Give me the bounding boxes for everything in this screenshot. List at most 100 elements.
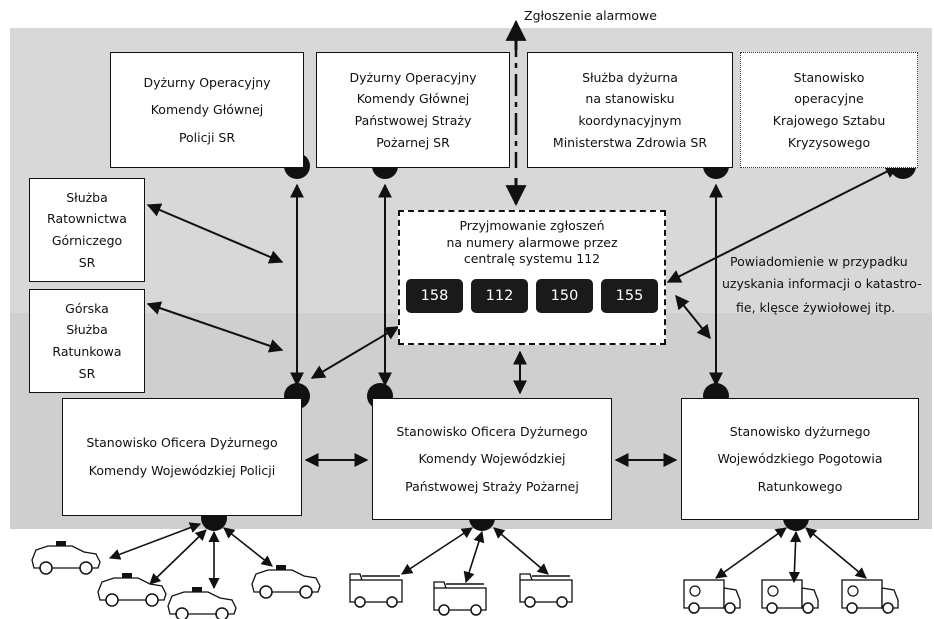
box-line: Pożarnej SR	[376, 134, 450, 150]
number-tile: 158	[406, 278, 463, 313]
box-line: Krajowego Sztabu	[772, 113, 886, 128]
box-regional-fire-service: Stanowisko Oficera Dyżurnego Komendy Woj…	[372, 398, 612, 520]
ambulance-wheel	[688, 602, 700, 614]
car-wheel	[79, 561, 93, 575]
vehicle-arrow	[788, 530, 802, 584]
vehicle-arrow	[401, 527, 473, 575]
box-line: SR	[78, 365, 96, 381]
emergency-numbers: 158 112 150 155	[406, 278, 658, 313]
box-line: Służba	[66, 189, 108, 205]
car-wheel	[105, 593, 119, 607]
box-health-ministry: Służba dyżurna na stanowisku koordynacyj…	[527, 52, 733, 168]
ambulance-body	[841, 579, 883, 609]
box-line: Wojewódzkiego Pogotowia	[717, 451, 883, 467]
box-line: Ratunkowa	[52, 344, 122, 359]
vehicle-arrow	[463, 530, 485, 584]
box-line: Stanowisko dyżurnego	[729, 423, 871, 439]
notification-line: fie, klęsce żywiołowej itp.	[736, 300, 896, 315]
ambulance-body	[761, 579, 803, 609]
box-regional-ambulance: Stanowisko dyżurnego Wojewódzkiego Pogot…	[681, 398, 919, 520]
box-line: Ratunkowego	[757, 478, 843, 494]
police-car-icon	[167, 587, 237, 619]
number-tile: 155	[601, 278, 658, 313]
box-line: Służba	[66, 322, 108, 338]
truck-body	[433, 587, 487, 611]
fire-truck-icon	[433, 581, 487, 616]
ambulance-icon	[683, 579, 741, 614]
box-regional-police: Stanowisko Oficera Dyżurnego Komendy Woj…	[62, 398, 302, 516]
truck-wheel	[556, 596, 568, 608]
car-wheel	[39, 561, 53, 575]
police-car-icon	[97, 573, 167, 607]
box-line: Służba dyżurna	[582, 69, 678, 85]
box-line: Komendy Wojewódzkiej	[418, 451, 566, 467]
ambulance-body	[683, 579, 725, 609]
box-line: Stanowisko Oficera Dyżurnego	[86, 435, 278, 451]
ambulance-emblem	[767, 585, 779, 597]
box-line: Dyżurny Operacyjny	[349, 69, 477, 85]
box-line: SR	[78, 254, 96, 270]
truck-body	[349, 579, 403, 603]
car-wheel	[145, 593, 159, 607]
fire-truck-icon	[519, 573, 573, 608]
box-line: Stanowisko	[793, 69, 865, 85]
box-mine-rescue: Służba Ratownictwa Górniczego SR	[29, 178, 145, 282]
number-tile: 112	[471, 278, 528, 313]
box-line: Policji SR	[178, 129, 236, 145]
box-line: Górniczego	[51, 233, 123, 248]
box-line: Ratownictwa	[47, 211, 127, 227]
vehicle-arrow	[493, 527, 549, 575]
notification-line: uzyskania informacji o katastro-	[722, 276, 922, 291]
box-line: Kryzysowego	[787, 134, 871, 150]
connector-mountain-rescue	[146, 301, 284, 353]
box-line: Przyjmowanie zgłoszeń	[459, 218, 605, 233]
box-line: Komendy Głównej	[150, 102, 264, 118]
box-line: Komendy Wojewódzkiej Policji	[88, 463, 276, 478]
truck-wheel	[470, 604, 482, 616]
vehicle-arrow	[108, 522, 202, 560]
box-line: Państwowej Straży	[354, 113, 472, 128]
number-tile: 150	[536, 278, 593, 313]
car-light	[276, 565, 286, 570]
ambulance-wheel	[846, 602, 858, 614]
box-mountain-rescue: Górska Służba Ratunkowa SR	[29, 289, 145, 393]
car-light	[122, 573, 132, 578]
box-line: Komendy Głównej	[356, 91, 470, 107]
box-line: Dyżurny Operacyjny	[143, 74, 271, 90]
police-car-icon	[251, 565, 321, 599]
box-112-call-center: Przyjmowanie zgłoszeń na numery alarmowe…	[398, 210, 666, 345]
police-car-icon	[31, 541, 101, 575]
truck-wheel	[354, 596, 366, 608]
truck-cab	[349, 573, 363, 581]
ambulance-icon	[761, 579, 819, 614]
notification-line: Powiadomienie w przypadku	[730, 254, 908, 269]
truck-body	[519, 579, 573, 603]
box-line: centralę systemu 112	[463, 251, 601, 267]
ambulance-wheel	[882, 602, 894, 614]
box-line: koordynacyjnym	[578, 113, 682, 128]
car-wheel	[299, 585, 313, 599]
vehicle-arrow	[805, 527, 867, 579]
car-light	[192, 587, 202, 592]
connector-mine-rescue	[146, 203, 284, 264]
box-line: Górska	[65, 300, 109, 316]
box-fire-service-hq: Dyżurny Operacyjny Komendy Głównej Państ…	[316, 52, 510, 168]
vehicle-arrow	[715, 527, 787, 579]
ambulance-icon	[841, 579, 899, 614]
connector-center-right	[675, 294, 711, 340]
car-light	[56, 541, 66, 546]
box-crisis-staff: Stanowisko operacyjne Krajowego Sztabu K…	[740, 52, 918, 168]
ambulance-emblem	[847, 585, 859, 597]
box-line: Państwowej Straży Pożarnej	[405, 478, 579, 494]
car-wheel	[215, 607, 229, 619]
car-wheel	[259, 585, 273, 599]
ambulance-wheel	[766, 602, 778, 614]
connector-center-left	[310, 326, 400, 379]
box-police-hq: Dyżurny Operacyjny Komendy Głównej Polic…	[110, 52, 304, 168]
fire-truck-icon	[349, 573, 403, 608]
box-line: Stanowisko Oficera Dyżurnego	[396, 423, 588, 439]
truck-cab	[433, 581, 447, 589]
vehicle-arrow	[223, 527, 273, 567]
connector-crisis-staff	[666, 165, 900, 283]
truck-wheel	[524, 596, 536, 608]
